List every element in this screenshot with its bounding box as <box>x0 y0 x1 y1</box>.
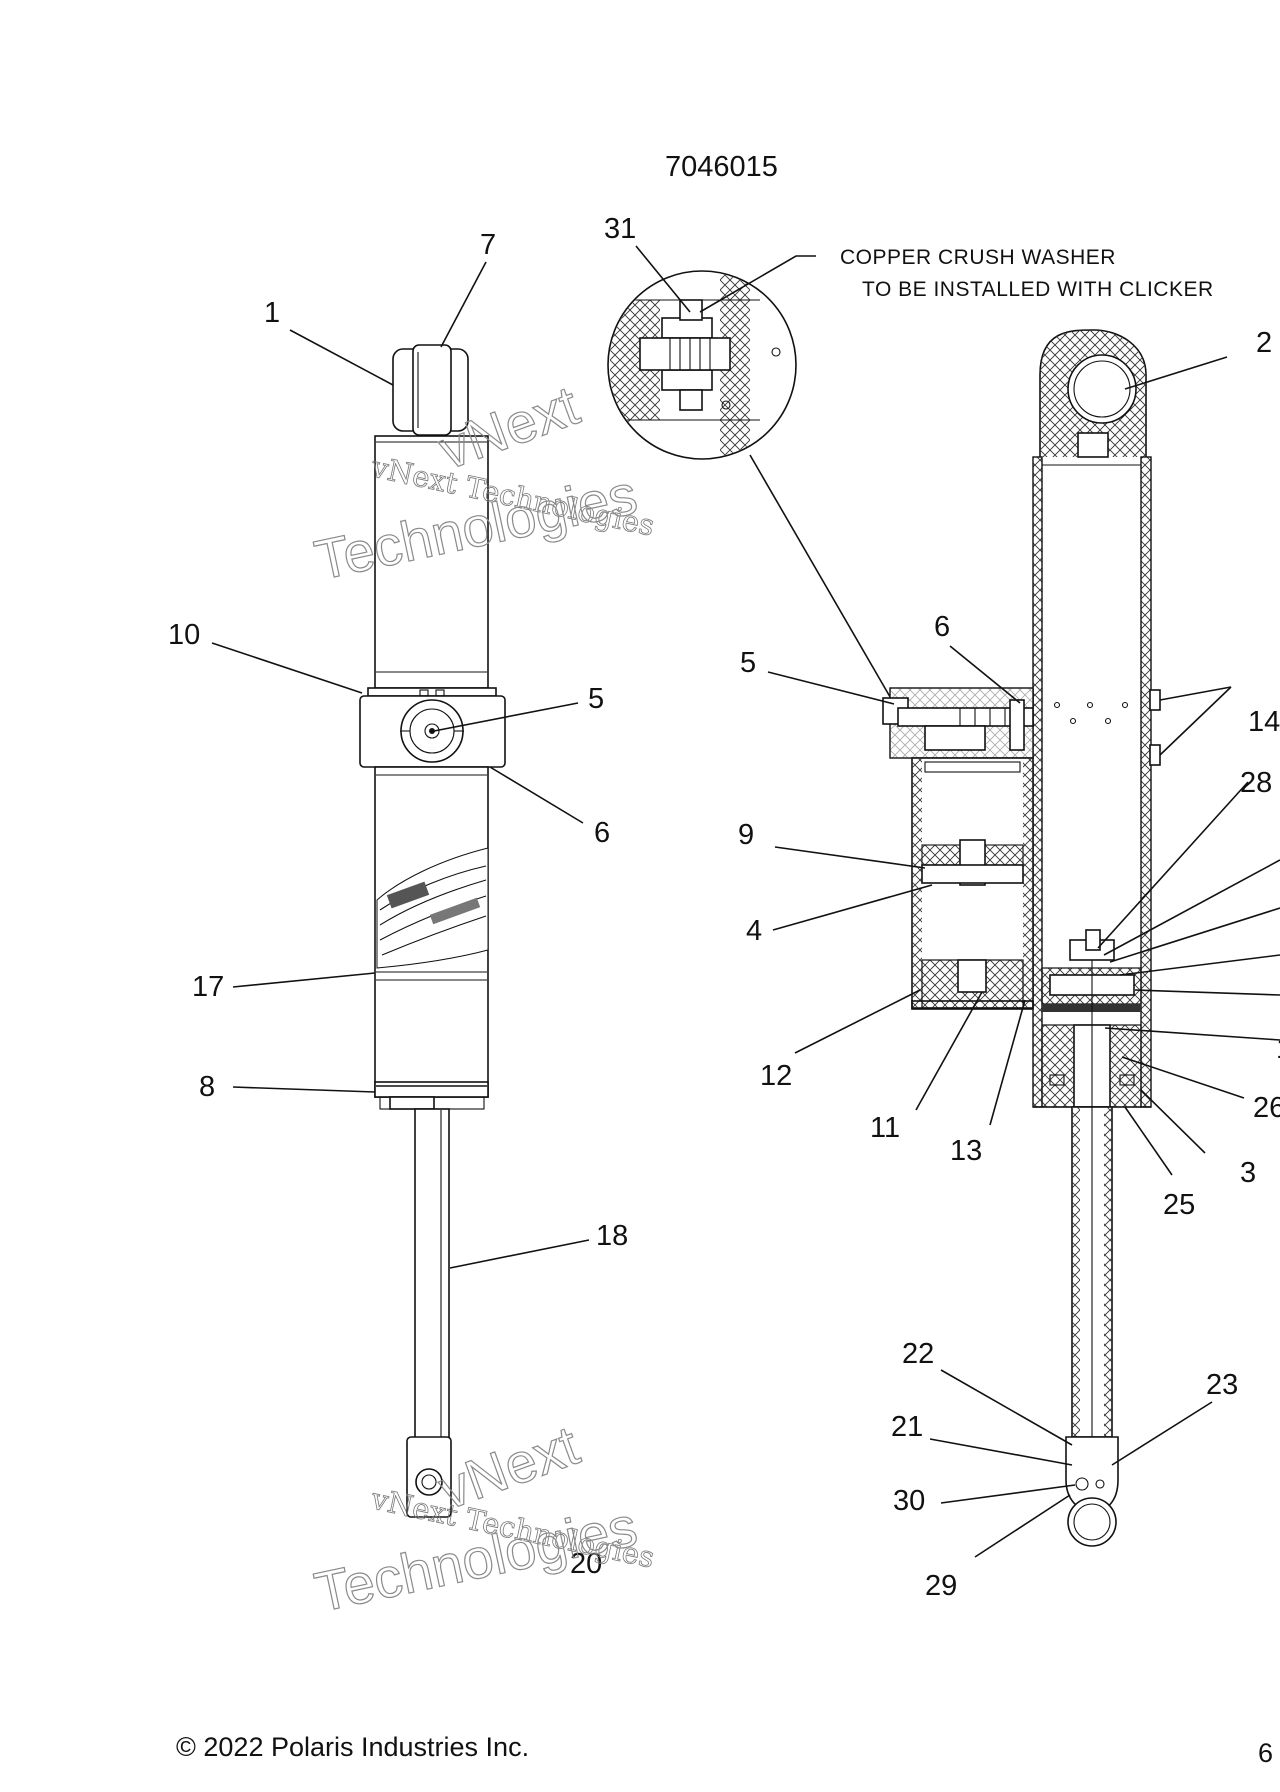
note-line-1: COPPER CRUSH WASHER <box>840 246 1116 269</box>
callout-17: 17 <box>192 971 224 1003</box>
shock-exterior-view <box>359 344 506 1518</box>
callout-22: 22 <box>902 1338 934 1370</box>
callout-7: 7 <box>480 229 496 261</box>
callout-30: 30 <box>893 1485 925 1517</box>
callout-26: 26 <box>1253 1092 1280 1124</box>
callout-14: 14 <box>1248 706 1280 738</box>
part-number: 7046015 <box>665 151 778 183</box>
callout-1: 1 <box>264 297 280 329</box>
callout-2: 2 <box>1256 327 1272 359</box>
watermark-lower: vNext vNext Technologies Technologies <box>309 1412 658 1624</box>
callout-5-left: 5 <box>588 683 604 715</box>
callout-6-left: 6 <box>594 817 610 849</box>
callout-31: 31 <box>604 213 636 245</box>
callout-28: 28 <box>1240 767 1272 799</box>
callout-12: 12 <box>760 1060 792 1092</box>
callout-18: 18 <box>596 1220 628 1252</box>
page-number: 6 <box>1258 1738 1273 1768</box>
callout-labels: 1 7 10 5 6 17 8 18 20 31 2 6 5 14 28 9 4… <box>168 213 1280 1602</box>
callout-23: 23 <box>1206 1369 1238 1401</box>
callout-1-right: 1 <box>1276 1033 1280 1065</box>
installation-note: COPPER CRUSH WASHER TO BE INSTALLED WITH… <box>840 246 1214 301</box>
callout-8: 8 <box>199 1071 215 1103</box>
callout-11: 11 <box>870 1112 900 1144</box>
copyright-notice: © 2022 Polaris Industries Inc. <box>176 1732 529 1762</box>
callout-9: 9 <box>738 819 754 851</box>
callout-6-right: 6 <box>934 611 950 643</box>
callout-5-right: 5 <box>740 647 756 679</box>
leader-lines <box>211 245 1280 1558</box>
clicker-detail-view <box>607 270 894 703</box>
callout-3: 3 <box>1240 1157 1256 1189</box>
shock-section-view <box>882 329 1161 1547</box>
callout-29: 29 <box>925 1570 957 1602</box>
callout-25: 25 <box>1163 1189 1195 1221</box>
callout-10: 10 <box>168 619 200 651</box>
callout-21: 21 <box>891 1411 923 1443</box>
note-line-2: TO BE INSTALLED WITH CLICKER <box>862 278 1214 301</box>
decal-graphic <box>376 847 489 969</box>
callout-4: 4 <box>746 915 762 947</box>
callout-20: 20 <box>570 1548 602 1580</box>
callout-13: 13 <box>950 1135 982 1167</box>
